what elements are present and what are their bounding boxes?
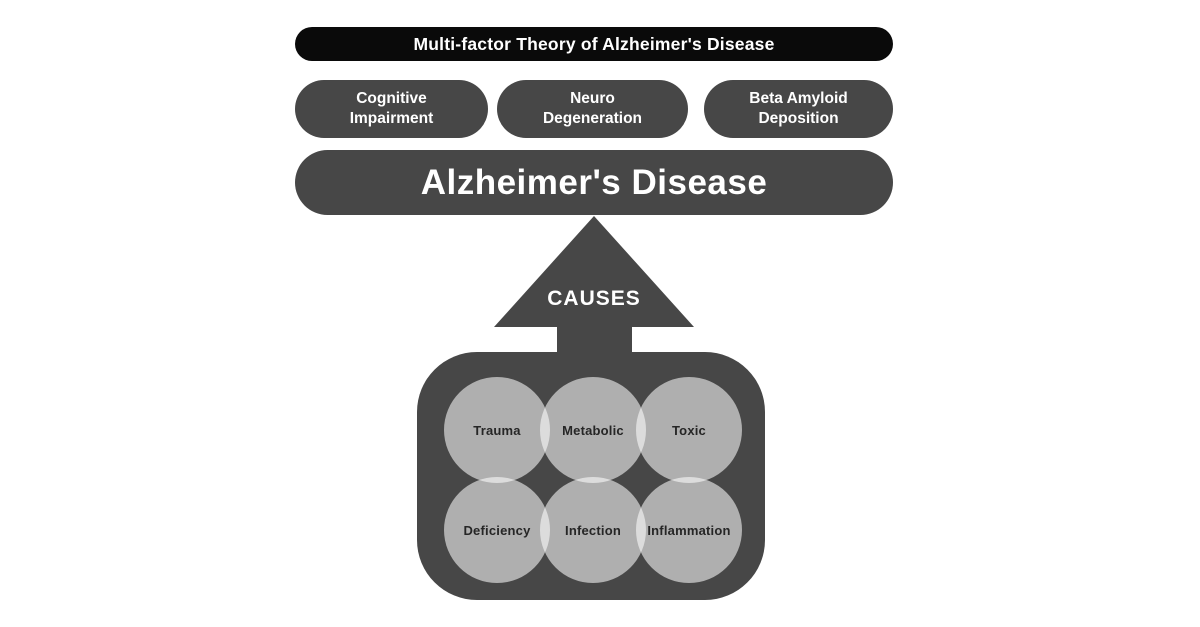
effect-label-line1: Cognitive (356, 89, 427, 107)
cause-circle-infection: Infection (540, 477, 646, 583)
effect-label-line2: Degeneration (542, 110, 643, 127)
causes-box: Trauma Metabolic Toxic Deficiency Infect… (417, 352, 765, 600)
cause-circle-metabolic: Metabolic (540, 377, 646, 483)
effect-pill-cognitive-impairment: Cognitive Impairment (295, 80, 488, 138)
effect-label-line1: Neuro (570, 89, 615, 107)
disease-label: Alzheimer's Disease (420, 162, 768, 202)
disease-bar: Alzheimer's Disease (295, 150, 893, 215)
effect-label-line1: Beta Amyloid (749, 89, 848, 107)
effect-label-line2: Impairment (349, 110, 434, 127)
effect-pill-neuro-degeneration: Neuro Degeneration (497, 80, 688, 138)
cause-circle-deficiency: Deficiency (444, 477, 550, 583)
cause-label: Trauma (473, 422, 521, 438)
cause-circle-trauma: Trauma (444, 377, 550, 483)
cause-circle-inflammation: Inflammation (636, 477, 742, 583)
cause-label: Inflammation (647, 522, 731, 538)
cause-label: Metabolic (562, 422, 624, 438)
diagram-title: Multi-factor Theory of Alzheimer's Disea… (413, 33, 775, 54)
diagram-title-pill: Multi-factor Theory of Alzheimer's Disea… (295, 27, 893, 61)
causes-arrow-label: CAUSES (547, 287, 641, 310)
cause-label: Infection (565, 522, 621, 538)
cause-label: Deficiency (463, 522, 531, 538)
cause-circle-toxic: Toxic (636, 377, 742, 483)
effect-label-line2: Deposition (758, 110, 839, 127)
effect-pill-beta-amyloid-deposition: Beta Amyloid Deposition (704, 80, 893, 138)
cause-label: Toxic (672, 422, 706, 438)
